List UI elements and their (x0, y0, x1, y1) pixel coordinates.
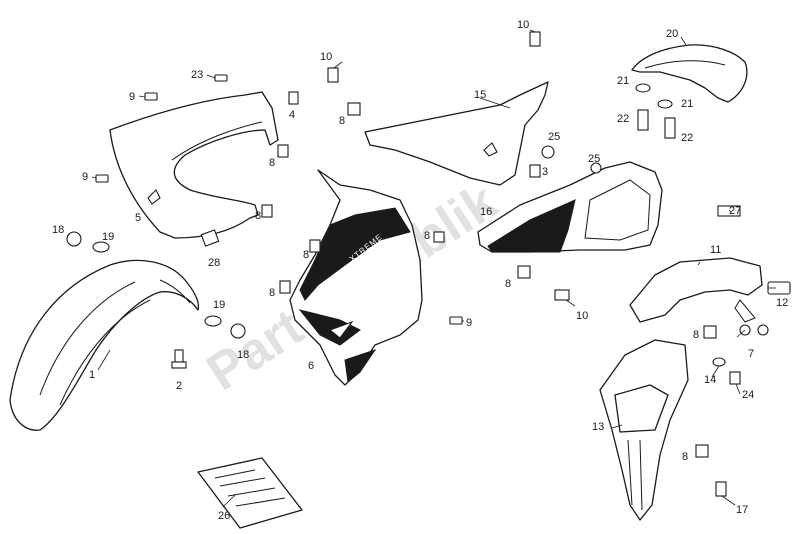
grommet-19a (92, 241, 110, 253)
clip-8f (517, 265, 531, 279)
decal-sheet (197, 457, 303, 529)
leader-lines (91, 29, 776, 508)
washer-14 (712, 357, 726, 367)
hardware (66, 31, 791, 497)
callout-8e: 8 (269, 287, 275, 299)
clip-8h (695, 444, 709, 458)
callout-8h: 8 (682, 451, 688, 463)
callout-20: 20 (666, 28, 678, 40)
callout-22b: 22 (681, 132, 693, 144)
callout-19a: 19 (102, 231, 114, 243)
callout-24: 24 (742, 389, 754, 401)
spacer-22b (664, 117, 676, 139)
screw-3 (529, 164, 541, 178)
callout-12: 12 (776, 297, 788, 309)
clip-8b (277, 144, 289, 158)
callout-10a: 10 (320, 51, 332, 63)
callout-4: 4 (289, 109, 295, 121)
screw-10c (554, 289, 570, 301)
callout-8g: 8 (693, 329, 699, 341)
callout-18a: 18 (52, 224, 64, 236)
plug-18a (66, 231, 82, 247)
callout-25b: 25 (588, 153, 600, 165)
callout-1: 1 (89, 369, 95, 381)
side-panel-16 (477, 161, 663, 253)
callout-9a: 9 (129, 91, 135, 103)
clip-25b (590, 162, 602, 174)
callout-3: 3 (542, 166, 548, 178)
callout-17: 17 (736, 504, 748, 516)
callout-23: 23 (191, 69, 203, 81)
screw-9b (95, 174, 109, 183)
callout-5: 5 (135, 212, 141, 224)
callout-18b: 18 (237, 349, 249, 361)
callout-11: 11 (710, 244, 721, 256)
rear-mudflap (599, 339, 689, 521)
callout-15: 15 (474, 89, 486, 101)
callout-9c: 9 (466, 317, 472, 329)
side-cover-15 (364, 81, 549, 186)
callouts: 1 2 3 4 5 6 7 8 8 8 8 8 8 8 8 8 9 9 9 10… (52, 19, 788, 522)
callout-7: 7 (748, 348, 754, 360)
callout-8i: 8 (424, 230, 430, 242)
clip-8g (703, 325, 717, 339)
screw-10b (529, 31, 541, 47)
screw-2 (171, 349, 187, 369)
screw-10a (327, 67, 339, 83)
callout-10b: 10 (517, 19, 529, 31)
callout-16: 16 (480, 206, 492, 218)
callout-13: 13 (592, 421, 604, 433)
callout-26: 26 (218, 510, 230, 522)
callout-27: 27 (729, 205, 741, 217)
callout-22a: 22 (617, 113, 629, 125)
screw-9c (449, 316, 463, 325)
callout-8f: 8 (505, 278, 511, 290)
screw-17 (715, 481, 727, 497)
clip-25a (541, 145, 555, 159)
callout-9b: 9 (82, 171, 88, 183)
callout-19b: 19 (213, 299, 225, 311)
callout-8c: 8 (255, 210, 261, 222)
pad-27 (717, 205, 741, 217)
washer-7b (757, 324, 769, 336)
radiator-scoop: XTREME (289, 169, 423, 386)
front-mudguard (9, 259, 200, 431)
clip-8i (433, 231, 445, 243)
pad-28 (200, 229, 220, 247)
clip-8e (279, 280, 291, 294)
clip-4 (288, 91, 299, 105)
washer-21a (635, 83, 651, 93)
callout-6: 6 (308, 360, 314, 372)
spacer-22a (637, 109, 649, 131)
callout-25a: 25 (548, 131, 560, 143)
plug-18b (230, 323, 246, 339)
callout-28: 28 (208, 257, 220, 269)
callout-8b: 8 (269, 157, 275, 169)
washer-21b (657, 99, 673, 109)
callout-21b: 21 (681, 98, 693, 110)
callout-14: 14 (704, 374, 716, 386)
callout-8a: 8 (339, 115, 345, 127)
callout-2: 2 (176, 380, 182, 392)
callout-21a: 21 (617, 75, 629, 87)
grommet-19b (204, 315, 222, 327)
seat-cowl-20 (631, 44, 748, 103)
left-side-panel (109, 91, 279, 239)
callout-10c: 10 (576, 310, 588, 322)
clip-8c (261, 204, 273, 218)
clip-8a (347, 102, 361, 116)
clip-8d (309, 239, 321, 253)
screw-23 (214, 74, 228, 82)
callout-8d: 8 (303, 249, 309, 261)
screw-9a (144, 92, 158, 101)
screw-24 (729, 371, 741, 385)
rear-fender-top (629, 257, 763, 323)
